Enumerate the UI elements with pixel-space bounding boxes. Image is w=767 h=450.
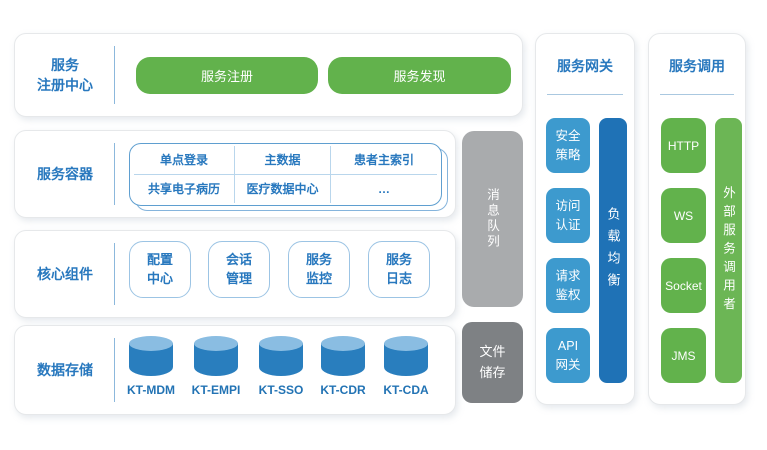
service-grid: 单点登录 主数据 患者主索引 共享电子病历 医疗数据中心 … [129, 143, 442, 206]
box-line: 中心 [146, 270, 173, 286]
file-storage-line: 储存 [479, 364, 506, 380]
box-line: 网关 [555, 357, 581, 372]
invocation-protocol-box: WS [661, 188, 706, 243]
external-caller-label: 外部服务调用者 [721, 185, 735, 316]
load-balancer-label: 负载均衡 [605, 206, 621, 295]
service-invocation-title: 服务调用 [649, 56, 745, 90]
label-line: 注册中心 [37, 77, 93, 93]
label-line: 服务 [51, 56, 79, 73]
database-cylinder-icon [259, 336, 303, 376]
database: KT-EMPI [185, 336, 247, 397]
container-cell: 医疗数据中心 [235, 174, 331, 203]
gateway-item-box: 安全 策略 [546, 118, 590, 173]
invocation-protocol-box: Socket [661, 258, 706, 313]
load-balancer-bar: 负载均衡 [599, 118, 627, 383]
core-component-box: 服务 日志 [368, 241, 430, 298]
container-cell: 单点登录 [134, 146, 235, 175]
box-line: 安全 [555, 128, 581, 143]
title-text: 服务网关 [557, 58, 613, 74]
database-label: KT-SSO [258, 383, 304, 397]
label-divider [114, 46, 115, 104]
external-caller-bar: 外部服务调用者 [715, 118, 742, 383]
box-line: 配置 [146, 251, 173, 267]
panel-service-gateway: 服务网关 安全 策略 访问 认证 请求 鉴权 API 网关 负载均衡 [535, 33, 635, 405]
message-queue-label: 消息队列 [485, 188, 499, 250]
box-line: 服务 [305, 251, 332, 267]
file-storage-line: 文件 [479, 344, 506, 360]
container-cell: 患者主索引 [330, 146, 437, 175]
service-register-block: 服务注册 [136, 57, 318, 94]
database-label: KT-EMPI [191, 383, 241, 397]
panel-data-storage: 数据存储 KT-MDM KT-EMPI KT-SSO KT-CDR KT-CDA [14, 325, 456, 415]
title-divider [660, 94, 734, 95]
box-line: 监控 [305, 270, 332, 286]
box-line: 访问 [555, 198, 581, 213]
box-line: 日志 [385, 270, 412, 286]
container-cell-ellipsis: … [377, 181, 390, 196]
database-cylinder-icon [384, 336, 428, 376]
box-line: 管理 [225, 270, 252, 286]
panel-core-components: 核心组件 配置 中心 会话 管理 服务 监控 服务 日志 [14, 230, 456, 318]
box-line: 认证 [555, 217, 581, 232]
message-queue-bar: 消息队列 [462, 131, 523, 307]
file-storage-block: 文件 储存 [462, 322, 523, 403]
database: KT-CDR [312, 336, 374, 397]
title-text: 服务调用 [669, 58, 725, 74]
database-cylinder-icon [129, 336, 173, 376]
database: KT-MDM [120, 336, 182, 397]
service-gateway-title: 服务网关 [536, 56, 634, 90]
title-divider [547, 94, 623, 95]
database-label: KT-CDR [320, 383, 366, 397]
gateway-item-box: API 网关 [546, 328, 590, 383]
service-container-stack: 单点登录 主数据 患者主索引 共享电子病历 医疗数据中心 … [129, 143, 448, 211]
data-storage-label: 数据存储 [37, 361, 93, 378]
core-component-box: 服务 监控 [288, 241, 350, 298]
database-label: KT-MDM [127, 383, 175, 397]
invocation-protocol-box: HTTP [661, 118, 706, 173]
service-discovery-block: 服务发现 [328, 57, 511, 94]
core-components-label: 核心组件 [37, 265, 93, 282]
database-label: KT-CDA [383, 383, 429, 397]
service-registry-label: 服务 注册中心 [15, 34, 115, 116]
box-line: 鉴权 [555, 287, 581, 302]
box-line: API [557, 338, 579, 353]
gateway-item-box: 访问 认证 [546, 188, 590, 243]
container-cell: 主数据 [235, 146, 331, 175]
box-line: 策略 [555, 147, 581, 162]
label-divider [114, 143, 115, 205]
box-line: 服务 [385, 251, 412, 267]
box-line: 会话 [225, 251, 252, 267]
panel-service-container: 服务容器 单点登录 主数据 患者主索引 共享电子病历 医疗数据中心 … [14, 130, 456, 218]
panel-service-registry: 服务 注册中心 服务注册 服务发现 [14, 33, 523, 117]
database-cylinder-icon [321, 336, 365, 376]
core-component-box: 配置 中心 [129, 241, 191, 298]
core-component-box: 会话 管理 [208, 241, 270, 298]
label-divider [114, 243, 115, 305]
label-divider [114, 338, 115, 402]
panel-service-invocation: 服务调用 HTTP WS Socket JMS 外部服务调用者 [648, 33, 746, 405]
container-cell: 共享电子病历 [134, 174, 235, 203]
database: KT-SSO [250, 336, 312, 397]
service-container-label: 服务容器 [37, 165, 93, 182]
gateway-item-box: 请求 鉴权 [546, 258, 590, 313]
database: KT-CDA [375, 336, 437, 397]
database-cylinder-icon [194, 336, 238, 376]
box-line: 请求 [555, 268, 581, 283]
invocation-protocol-box: JMS [661, 328, 706, 383]
